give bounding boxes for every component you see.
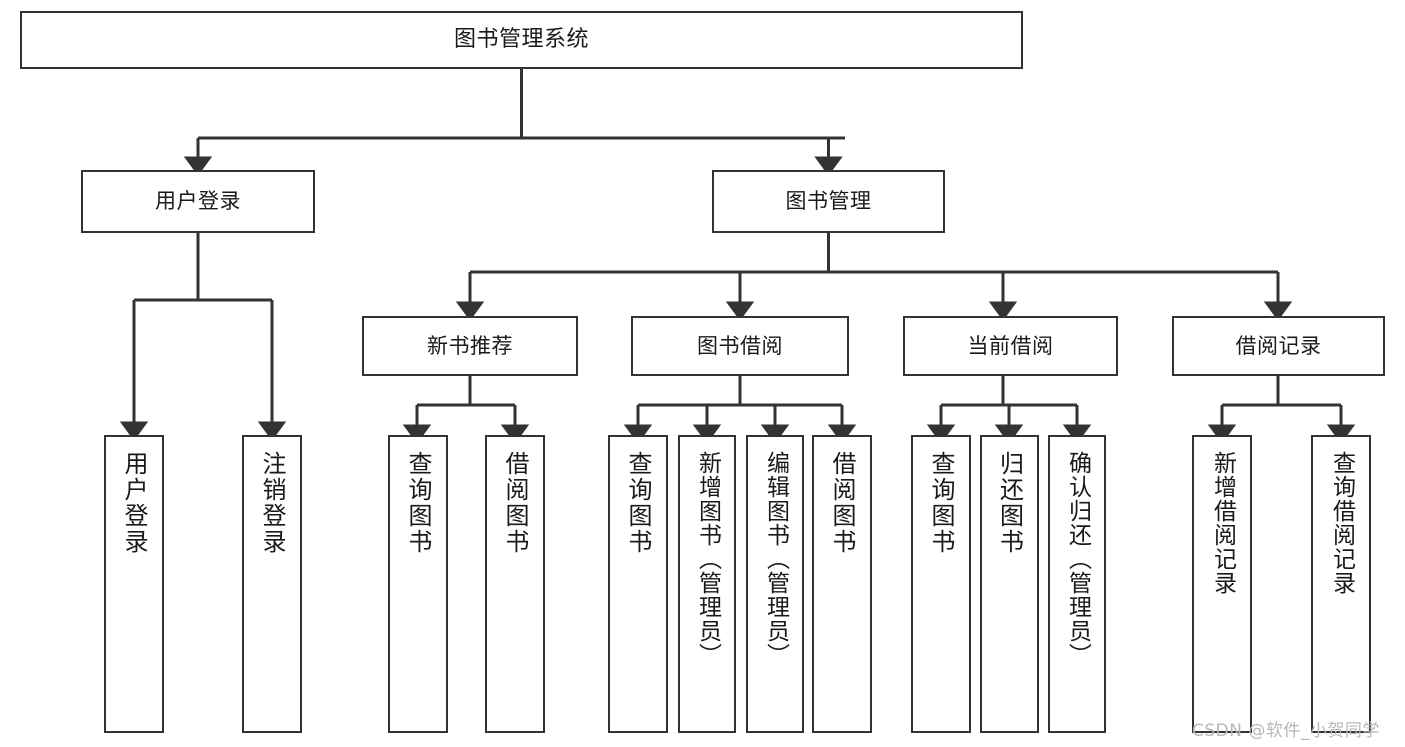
node-new-book-recommend[interactable]: 新书推荐 bbox=[362, 316, 578, 376]
leaf-query-record[interactable]: 查询借阅记录 bbox=[1311, 435, 1371, 733]
leaf-query-book-3-label: 查询图书 bbox=[927, 451, 955, 555]
csdn-watermark: CSDN @软件_小贺同学 bbox=[1192, 721, 1380, 741]
node-borrow-record-label: 借阅记录 bbox=[1235, 333, 1322, 358]
leaf-borrow-book-1-label: 借阅图书 bbox=[501, 451, 529, 555]
node-user-login-label: 用户登录 bbox=[155, 189, 241, 214]
node-current-borrow[interactable]: 当前借阅 bbox=[903, 316, 1118, 376]
node-user-login[interactable]: 用户登录 bbox=[81, 170, 315, 233]
leaf-return-book[interactable]: 归还图书 bbox=[980, 435, 1039, 733]
node-book-borrow[interactable]: 图书借阅 bbox=[631, 316, 849, 376]
leaf-user-login-label: 用户登录 bbox=[120, 451, 148, 555]
leaf-logout-login[interactable]: 注销登录 bbox=[242, 435, 302, 733]
leaf-borrow-book-2-label: 借阅图书 bbox=[828, 451, 856, 555]
leaf-borrow-book-2[interactable]: 借阅图书 bbox=[812, 435, 872, 733]
leaf-add-book-label: 新增图书（管理员） bbox=[694, 451, 721, 667]
leaf-edit-book-label: 编辑图书（管理员） bbox=[762, 451, 789, 667]
leaf-add-record[interactable]: 新增借阅记录 bbox=[1192, 435, 1252, 733]
leaf-borrow-book-1[interactable]: 借阅图书 bbox=[485, 435, 545, 733]
leaf-query-book-1[interactable]: 查询图书 bbox=[388, 435, 448, 733]
leaf-add-record-label: 新增借阅记录 bbox=[1209, 451, 1236, 595]
leaf-return-book-label: 归还图书 bbox=[995, 451, 1024, 555]
leaf-user-login[interactable]: 用户登录 bbox=[104, 435, 164, 733]
node-book-manage[interactable]: 图书管理 bbox=[712, 170, 945, 233]
leaf-query-book-2[interactable]: 查询图书 bbox=[608, 435, 668, 733]
leaf-confirm-return-label: 确认归还（管理员） bbox=[1064, 451, 1091, 667]
node-root[interactable]: 图书管理系统 bbox=[20, 11, 1023, 69]
leaf-query-book-1-label: 查询图书 bbox=[404, 451, 432, 555]
leaf-confirm-return[interactable]: 确认归还（管理员） bbox=[1048, 435, 1106, 733]
leaf-query-record-label: 查询借阅记录 bbox=[1328, 451, 1355, 595]
node-book-borrow-label: 图书借阅 bbox=[697, 333, 783, 358]
node-borrow-record[interactable]: 借阅记录 bbox=[1172, 316, 1385, 376]
node-new-book-recommend-label: 新书推荐 bbox=[427, 333, 513, 358]
leaf-add-book[interactable]: 新增图书（管理员） bbox=[678, 435, 736, 733]
leaf-query-book-3[interactable]: 查询图书 bbox=[911, 435, 971, 733]
leaf-query-book-2-label: 查询图书 bbox=[624, 451, 652, 555]
node-root-label: 图书管理系统 bbox=[453, 27, 589, 53]
node-current-borrow-label: 当前借阅 bbox=[967, 333, 1054, 358]
node-book-manage-label: 图书管理 bbox=[785, 189, 872, 214]
leaf-logout-login-label: 注销登录 bbox=[258, 451, 286, 555]
leaf-edit-book[interactable]: 编辑图书（管理员） bbox=[746, 435, 804, 733]
